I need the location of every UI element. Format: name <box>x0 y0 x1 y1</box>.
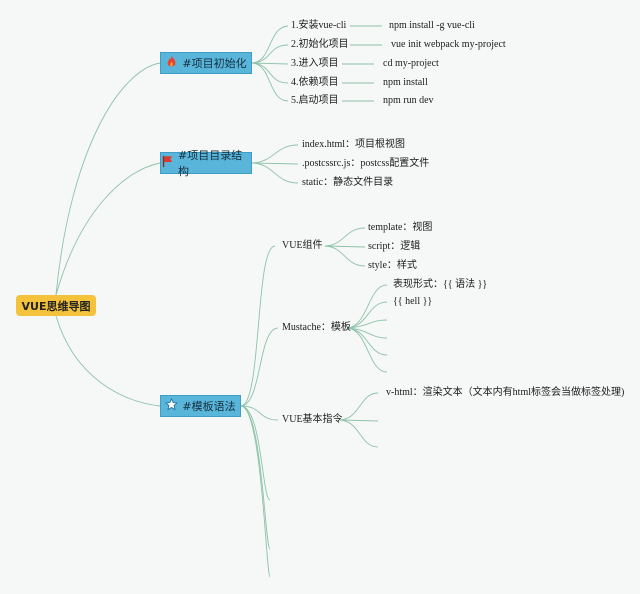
child-value[interactable]: vue init webpack my-project <box>391 39 506 50</box>
leaf-item[interactable]: 表现形式：{{ 语法 }} <box>393 279 488 290</box>
topic-label: #模板语法 <box>182 400 236 413</box>
flame-icon <box>165 55 178 71</box>
topic-project-init[interactable]: #项目初始化 <box>160 52 252 74</box>
child-label[interactable]: 1.安装vue-cli <box>291 20 347 31</box>
leaf-item[interactable]: style：样式 <box>368 260 417 271</box>
child-label[interactable]: index.html：项目根视图 <box>302 139 406 150</box>
flag-icon <box>161 155 174 171</box>
subtopic-vue-component[interactable]: VUE组件 <box>282 240 323 251</box>
child-label[interactable]: 4.依赖项目 <box>291 77 339 88</box>
child-value[interactable]: npm install -g vue-cli <box>389 20 475 31</box>
leaf-item[interactable]: {{ hell }} <box>393 296 433 307</box>
topic-label: #项目初始化 <box>182 57 247 70</box>
child-value[interactable]: npm run dev <box>383 95 434 106</box>
child-label[interactable]: 5.启动项目 <box>291 95 339 106</box>
child-label[interactable]: .postcssrc.js：postcss配置文件 <box>302 158 430 169</box>
child-label[interactable]: 2.初始化项目 <box>291 39 349 50</box>
leaf-item[interactable]: template：视图 <box>368 222 433 233</box>
leaf-item[interactable]: v-html：渲染文本（文本内有html标签会当做标签处理) <box>386 387 625 398</box>
child-label[interactable]: 3.进入项目 <box>291 58 339 69</box>
leaf-item[interactable]: script：逻辑 <box>368 241 421 252</box>
star-icon <box>165 398 179 414</box>
topic-label: #项目目录结构 <box>178 149 243 178</box>
root-node[interactable]: VUE思维导图 <box>16 295 96 316</box>
topic-directory-structure[interactable]: #项目目录结构 <box>160 149 252 178</box>
child-label[interactable]: static：静态文件目录 <box>302 177 394 188</box>
child-value[interactable]: cd my-project <box>383 58 439 69</box>
child-value[interactable]: npm install <box>383 77 428 88</box>
subtopic-basic-directives[interactable]: VUE基本指令 <box>282 414 343 425</box>
topic-template-syntax[interactable]: #模板语法 <box>160 395 241 417</box>
subtopic-mustache[interactable]: Mustache：模板 <box>282 322 351 333</box>
